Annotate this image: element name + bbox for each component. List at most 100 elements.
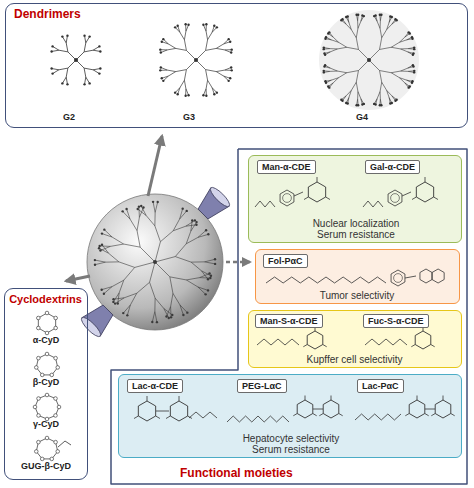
dendron-branch xyxy=(155,257,175,262)
dendron-branch xyxy=(176,70,187,72)
sugar-ring xyxy=(308,182,325,202)
dendron-branch xyxy=(141,206,146,216)
dendron-branch xyxy=(356,71,358,83)
glucose-unit xyxy=(45,417,49,421)
glucose-unit xyxy=(34,366,38,370)
surface-group xyxy=(151,321,153,323)
dendron-branch xyxy=(155,202,158,212)
surface-group xyxy=(186,311,188,313)
surface-group xyxy=(324,80,326,82)
dendron-branch xyxy=(380,28,382,37)
glycosidic-bond xyxy=(156,411,169,412)
surface-group xyxy=(126,314,128,316)
surface-group xyxy=(159,48,161,50)
dendron-branch xyxy=(154,298,155,311)
compound-label: PEG-LαC xyxy=(237,379,287,393)
dendron-branch xyxy=(382,30,387,38)
dendron-branch xyxy=(95,262,105,265)
dendron-branch xyxy=(84,43,86,52)
dendron-branch xyxy=(380,71,382,83)
dendron-branch xyxy=(186,50,196,60)
dendron-branch xyxy=(216,72,223,76)
dendron-branch xyxy=(155,242,160,262)
carbon-chain xyxy=(189,412,217,418)
hydroxyl-bond xyxy=(451,414,455,416)
carbon-chain xyxy=(363,201,383,207)
dendron-branch xyxy=(153,202,155,213)
surface-group xyxy=(191,219,193,221)
surface-group xyxy=(138,205,140,207)
dendron-branch xyxy=(380,71,392,73)
surface-group xyxy=(187,94,189,96)
hydroxyl-bond xyxy=(443,396,444,401)
dendron-branch xyxy=(337,47,346,49)
compound-name: Lac-α-CDE xyxy=(132,381,178,391)
hydroxyl-bond xyxy=(313,414,317,416)
dendron-branch xyxy=(391,42,399,47)
surface-group xyxy=(101,232,103,234)
surface-group xyxy=(207,289,209,291)
dendron-branch xyxy=(102,287,112,290)
dendrimer-core xyxy=(194,58,198,62)
surface-group xyxy=(231,69,233,71)
functional-panel-outline xyxy=(111,149,467,484)
surface-group xyxy=(395,19,397,21)
hydroxyl-bond xyxy=(317,177,318,182)
glucose-unit xyxy=(40,457,44,461)
compound-label: Lac-α-CDE xyxy=(127,379,183,393)
surface-group xyxy=(412,54,414,56)
dendron-branch xyxy=(205,262,216,264)
surface-group xyxy=(88,35,90,37)
dendron-branch xyxy=(137,282,150,293)
function-caption: Nuclear localization Serum resistance xyxy=(301,218,411,240)
surface-group xyxy=(51,45,53,47)
compound-label: Fol-PαC xyxy=(263,254,308,268)
surface-group xyxy=(101,244,103,246)
dendron-branch xyxy=(216,44,223,48)
surface-group xyxy=(61,82,63,84)
surface-group xyxy=(413,48,415,50)
dendron-branch xyxy=(201,271,208,280)
glucose-unit xyxy=(45,436,49,440)
glucose-unit xyxy=(34,450,38,454)
surface-group xyxy=(346,15,348,17)
compound-name: Man-α-CDE xyxy=(262,162,311,172)
dendron-branch xyxy=(380,47,392,49)
surface-group xyxy=(51,72,53,74)
dendron-branch xyxy=(208,80,212,87)
surface-group xyxy=(184,23,186,25)
dendron-branch xyxy=(84,50,93,52)
surface-group xyxy=(345,102,347,104)
surface-group xyxy=(152,201,154,203)
functional-panel: Functional moietiesNuclear localization … xyxy=(110,148,468,485)
cyclodextrin-ring xyxy=(36,354,57,375)
cyclodextrin-ring xyxy=(38,313,55,333)
surface-group xyxy=(187,24,189,26)
surface-group xyxy=(174,91,176,93)
surface-group xyxy=(94,263,96,265)
dendron-branch xyxy=(196,50,206,60)
surface-group xyxy=(121,210,123,212)
surface-group xyxy=(389,102,391,104)
surface-group xyxy=(50,67,52,69)
dendron-branch xyxy=(180,211,187,219)
dendrimer-glow xyxy=(319,10,419,110)
hydroxyl-bond xyxy=(331,396,332,401)
compound-name: Fol-PαC xyxy=(268,256,303,266)
surface-group xyxy=(231,48,233,50)
glucose-unit xyxy=(45,311,49,315)
surface-group xyxy=(98,72,100,74)
surface-group xyxy=(83,83,85,85)
aromatic-circle xyxy=(394,274,403,283)
structure-group xyxy=(50,10,419,110)
surface-group xyxy=(327,85,329,87)
surface-group xyxy=(229,77,231,79)
hydroxyl-bond xyxy=(304,197,308,200)
glucose-unit xyxy=(54,414,58,418)
hydroxyl-bond xyxy=(326,197,330,200)
dendron-branch xyxy=(339,42,347,47)
dendron-branch xyxy=(150,262,155,282)
surface-group xyxy=(229,40,231,42)
dendron-branch xyxy=(377,92,380,99)
